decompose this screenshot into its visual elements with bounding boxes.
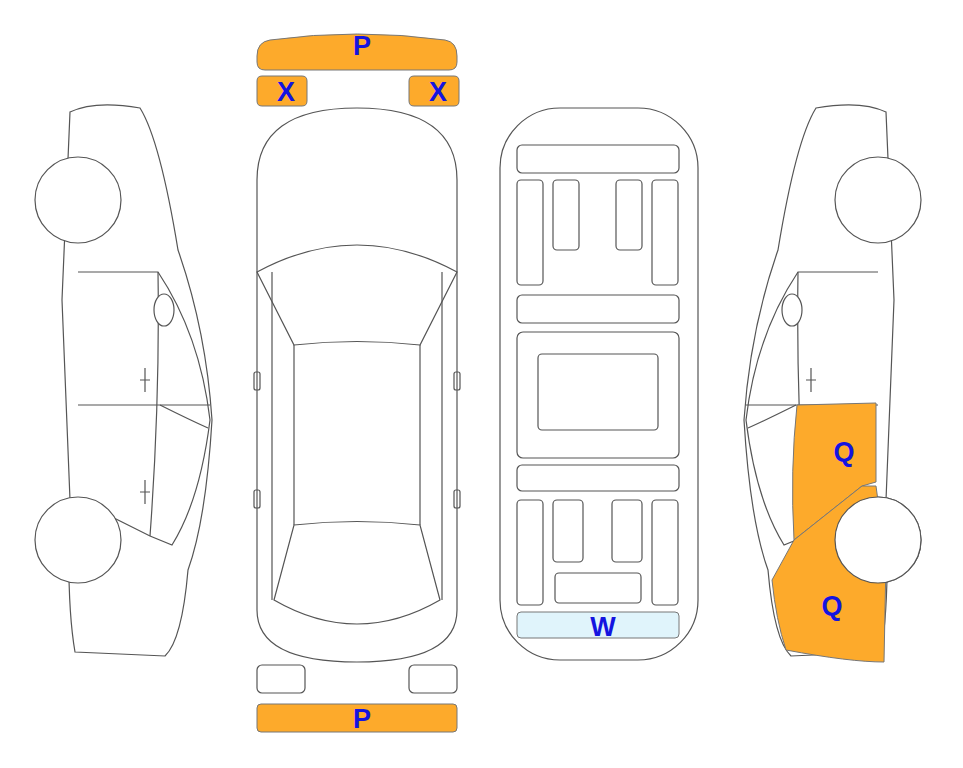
zone-code: X xyxy=(429,79,447,106)
damage-zone: X xyxy=(255,74,309,108)
zone-code: P xyxy=(353,33,371,60)
zone-shape xyxy=(768,482,893,664)
damage-zone: X xyxy=(407,74,461,108)
damage-zone: P xyxy=(255,702,459,734)
zone-code: Q xyxy=(821,593,842,620)
zone-code: X xyxy=(277,79,295,106)
zone-code: P xyxy=(353,706,371,733)
damage-zone: Q xyxy=(768,482,893,664)
zone-code: W xyxy=(590,614,615,641)
wheel xyxy=(835,497,921,583)
zone-outline xyxy=(409,76,459,106)
zone-outline xyxy=(257,76,307,106)
damage-zone: W xyxy=(515,610,681,640)
zone-code: Q xyxy=(833,439,854,466)
zone-outline xyxy=(257,704,457,732)
damage-zone: P xyxy=(255,28,459,72)
